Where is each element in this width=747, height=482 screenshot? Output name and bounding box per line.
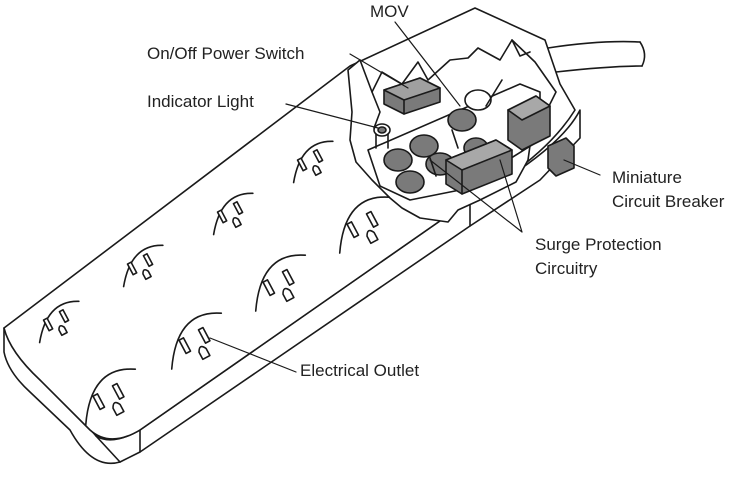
outlet <box>212 192 254 236</box>
outlet <box>170 312 223 370</box>
leader-breaker <box>563 159 601 176</box>
leader-mov <box>394 21 461 107</box>
leader-surge <box>429 159 523 233</box>
leader-indicator-light <box>285 103 379 129</box>
circuit-breaker-component <box>547 137 575 177</box>
outlet <box>38 300 80 344</box>
outlet <box>254 254 307 312</box>
outlet <box>338 196 391 254</box>
label-breaker-line1: Miniature <box>612 168 682 187</box>
label-outlet: Electrical Outlet <box>300 361 420 380</box>
label-surge-line2: Circuitry <box>535 259 598 278</box>
leader-outlet <box>209 337 297 373</box>
leader-lines <box>209 21 601 373</box>
indicator-light-component <box>373 123 391 149</box>
outlet <box>122 244 164 288</box>
outlet <box>292 140 334 184</box>
surge-circuitry-component <box>445 139 513 195</box>
power-switch-component <box>383 77 441 115</box>
label-indicator-light: Indicator Light <box>147 92 254 111</box>
label-breaker-line2: Circuit Breaker <box>612 192 725 211</box>
label-surge-line1: Surge Protection <box>535 235 662 254</box>
label-mov: MOV <box>370 2 409 21</box>
relay-block-component <box>507 95 551 151</box>
outlet-group <box>38 140 391 426</box>
power-cord <box>547 40 646 73</box>
outlet <box>84 368 137 426</box>
leader-power-switch <box>349 53 409 89</box>
label-power-switch: On/Off Power Switch <box>147 44 305 63</box>
